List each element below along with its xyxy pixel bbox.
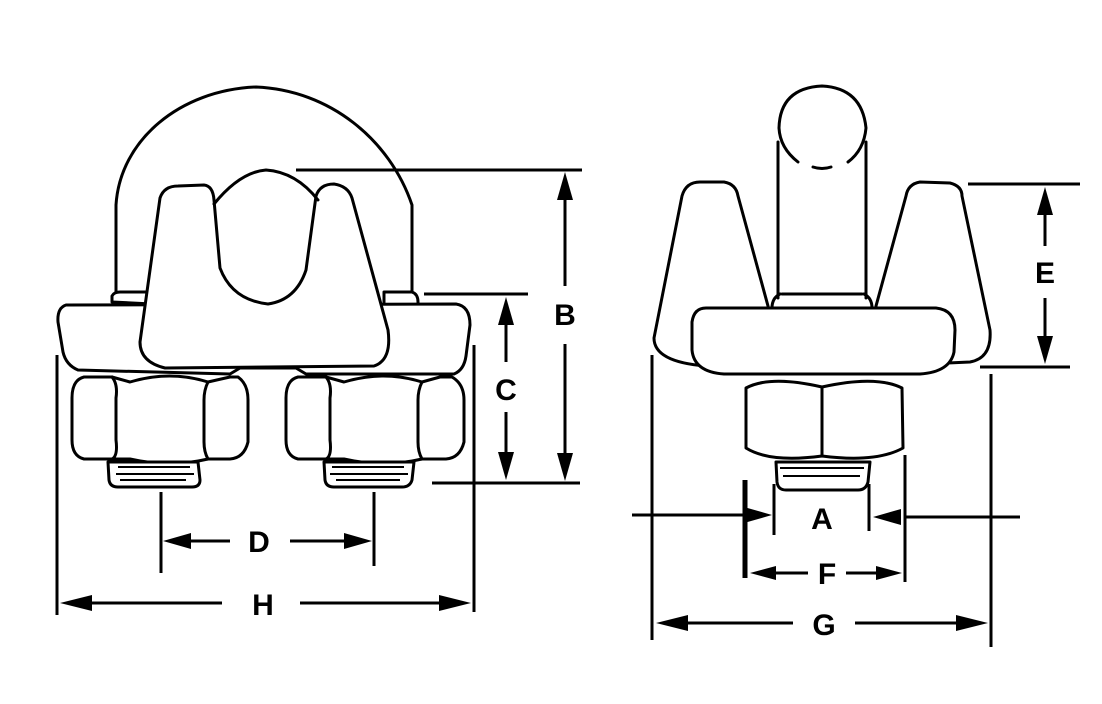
dimension-c: C — [424, 292, 528, 480]
label-b: B — [554, 299, 576, 332]
label-h: H — [252, 589, 274, 622]
left-thread — [106, 460, 202, 489]
label-g: G — [812, 609, 835, 642]
rope-section — [212, 168, 320, 206]
dimension-b: B — [296, 168, 582, 485]
label-e: E — [1035, 257, 1055, 290]
label-d: D — [248, 526, 270, 559]
saddle-body — [138, 182, 391, 370]
dimension-g: G — [650, 355, 993, 647]
rope-cross-section — [777, 84, 868, 164]
right-hex-nut — [284, 374, 466, 465]
side-hex-nut — [744, 379, 905, 460]
dimension-h: H — [55, 345, 476, 622]
left-hex-nut — [70, 374, 250, 465]
rope-hidden-edge — [811, 165, 833, 170]
dimension-a: A — [632, 484, 1020, 536]
label-a: A — [811, 503, 833, 536]
front-view: B C D H — [55, 85, 582, 622]
side-view: E A F G — [632, 84, 1080, 647]
right-thread — [322, 460, 416, 489]
left-collar — [110, 290, 154, 306]
dimension-d: D — [159, 492, 376, 573]
label-c: C — [495, 374, 517, 407]
dimension-f: F — [742, 455, 907, 591]
label-f: F — [818, 558, 836, 591]
u-bolt — [114, 85, 414, 294]
saddle-crossbar — [690, 306, 957, 376]
bolt-shank — [770, 140, 874, 310]
side-thread — [774, 460, 872, 492]
dimension-e: E — [968, 182, 1080, 369]
